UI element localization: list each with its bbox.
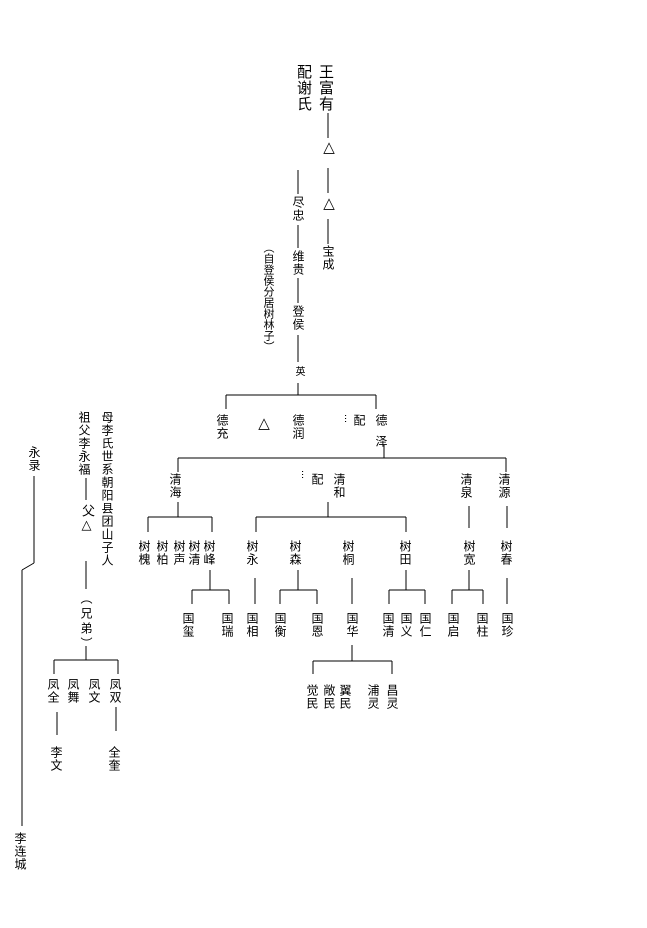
gen3-unknown: △ — [320, 194, 338, 212]
grandfather-li-yongfu: 祖父李永福 — [77, 411, 91, 476]
guo-zhu: 国柱 — [475, 612, 489, 638]
de-run: 德润 — [291, 414, 305, 440]
guo-xi: 国玺 — [181, 612, 195, 638]
gen3-baocheng: 宝成 — [321, 245, 335, 271]
de-ze-spouse: 配 — [352, 414, 366, 427]
guo-rui: 国瑞 — [220, 612, 234, 638]
li-liancheng: 李连城 — [13, 832, 27, 871]
gen5-denghou: 登侯 — [291, 305, 305, 331]
de-unknown: △ — [255, 414, 273, 432]
de-chong: 德充 — [215, 414, 229, 440]
ling-chang: 昌灵 — [385, 684, 399, 710]
shu-tong: 树桐 — [341, 540, 355, 566]
qing-ellipsis: … — [299, 470, 309, 480]
father-unknown: 父△ — [79, 504, 94, 534]
min-yi: 翼民 — [338, 684, 352, 710]
qing-hai: 清海 — [168, 473, 182, 499]
brother-fengwu: 凤舞 — [66, 678, 80, 704]
shu-tian: 树田 — [398, 540, 412, 566]
de-ze: 德泽 — [374, 414, 388, 456]
shu-yong: 树永 — [245, 540, 259, 566]
son-li-wen: 李文 — [49, 746, 63, 772]
guo-zhen: 国珍 — [500, 612, 514, 638]
shu-feng: 树峰 — [202, 540, 216, 566]
shu-qing: 树清 — [187, 540, 201, 566]
mother-lineage: 母李氏世系朝阳县团山子人 — [100, 411, 114, 567]
shu-huai: 树槐 — [137, 540, 151, 566]
siblings-label: （兄弟） — [79, 592, 93, 652]
founder-name: 王富有 — [317, 64, 335, 112]
min-chang: 敞民 — [322, 684, 336, 710]
founder-spouse: 配谢氏 — [295, 64, 313, 112]
guo-heng: 国衡 — [273, 612, 287, 638]
guo-yi: 国义 — [399, 612, 413, 638]
qing-he-spouse: 配 — [310, 473, 324, 486]
guo-qi: 国启 — [446, 612, 460, 638]
gen3-jinzhong: 尽忠 — [291, 196, 305, 222]
brother-fengquan: 凤全 — [46, 678, 60, 704]
shu-sen: 树森 — [288, 540, 302, 566]
qing-quan: 清泉 — [459, 473, 473, 499]
guo-ren: 国仁 — [418, 612, 432, 638]
guo-qing: 国清 — [381, 612, 395, 638]
gen2-unknown: △ — [320, 138, 338, 156]
gen6-ying: 英 — [293, 366, 304, 377]
son-quan-kui: 全奎 — [107, 746, 121, 772]
shu-sheng: 树声 — [172, 540, 186, 566]
de-ellipsis: … — [342, 414, 352, 424]
gen4-weigui: 维贵 — [291, 250, 305, 276]
qing-he: 清和 — [332, 473, 346, 499]
shu-kuan: 树宽 — [462, 540, 476, 566]
guo-en: 国恩 — [310, 612, 324, 638]
yong-lu: 永录 — [27, 446, 41, 472]
brother-fengshuang: 凤双 — [108, 678, 122, 704]
ling-pu: 浦灵 — [366, 684, 380, 710]
min-jue: 觉民 — [305, 684, 319, 710]
shu-chun: 树春 — [499, 540, 513, 566]
brother-fengwen: 凤文 — [87, 678, 101, 704]
guo-hua: 国华 — [345, 612, 359, 638]
relocation-note: （自登侯分居树林子） — [262, 242, 275, 352]
guo-xiang: 国相 — [245, 612, 259, 638]
qing-yuan: 清源 — [497, 473, 511, 499]
shu-bai: 树柏 — [155, 540, 169, 566]
